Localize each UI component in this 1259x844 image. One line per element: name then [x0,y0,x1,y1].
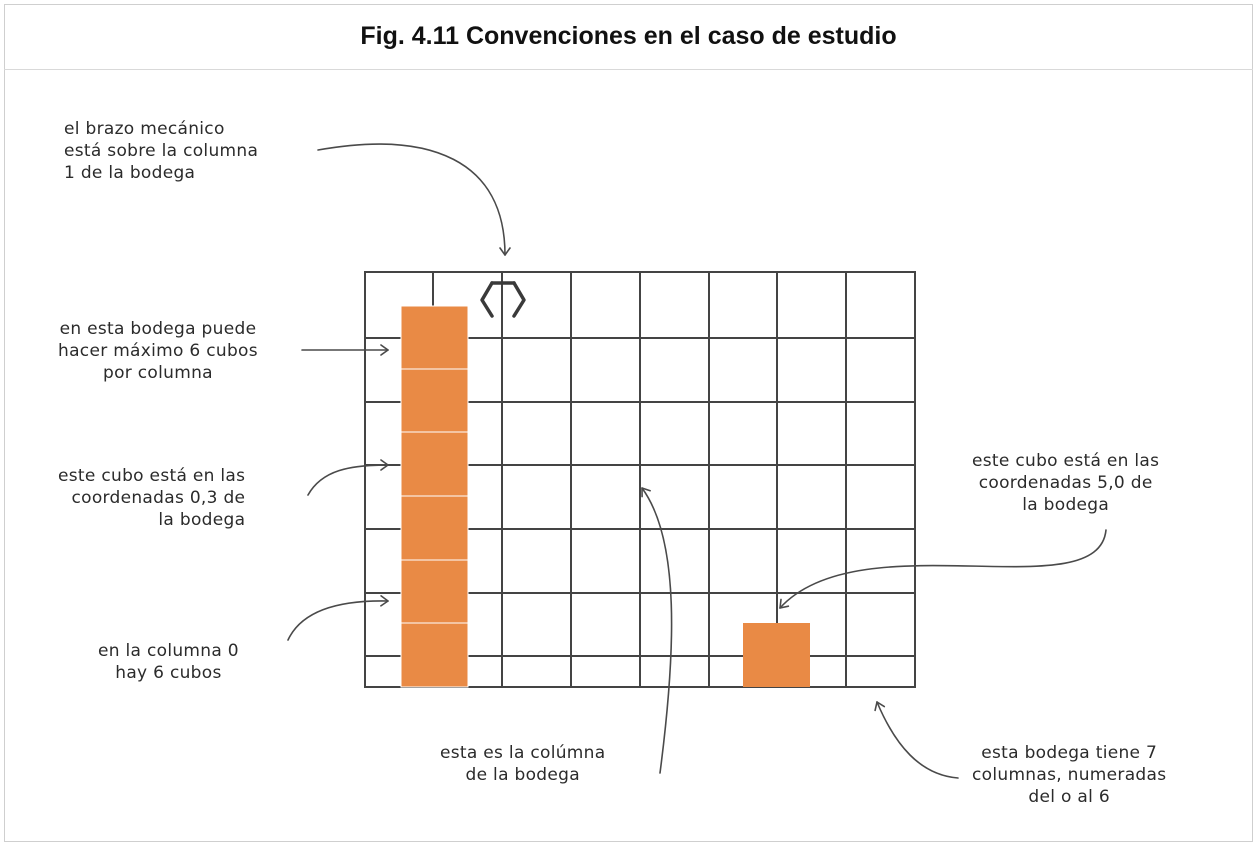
arrow-columns-count [874,701,959,779]
arrow-coord-0-3 [307,459,389,496]
annotation-columns-count: esta bodega tiene 7 columnas, numeradas … [972,743,1167,807]
mechanical-arm-icon [480,281,526,318]
annotation-column-label: esta es la colúmna de la bodega [440,743,606,785]
cube [400,305,469,370]
cube [400,559,469,624]
figure-title: Fig. 4.11 Convenciones en el caso de est… [360,22,897,50]
cube [400,495,469,561]
arrow-coord-5-0 [779,529,1107,609]
cube-column-5 [743,623,810,687]
warehouse-grid [364,271,916,688]
cube [400,431,469,497]
annotation-coord-0-3: este cubo está en las coordenadas 0,3 de… [58,466,246,530]
annotation-column-0: en la columna 0 hay 6 cubos [98,641,239,683]
figure-header: Fig. 4.11 Convenciones en el caso de est… [4,4,1253,70]
cube [400,368,469,433]
arrow-column-0 [287,595,389,641]
annotation-arm: el brazo mecánico está sobre la columna … [64,119,259,183]
cube-stack-column-0 [400,305,469,688]
figure-frame [4,4,1253,842]
annotation-arrows [287,143,1107,779]
arrow-column-label [641,487,673,774]
annotation-coord-5-0: este cubo está en las coordenadas 5,0 de… [972,451,1160,515]
cube [400,622,469,688]
annotation-capacity: en esta bodega puede hacer máximo 6 cubo… [58,319,258,383]
arrow-arm [317,143,511,256]
